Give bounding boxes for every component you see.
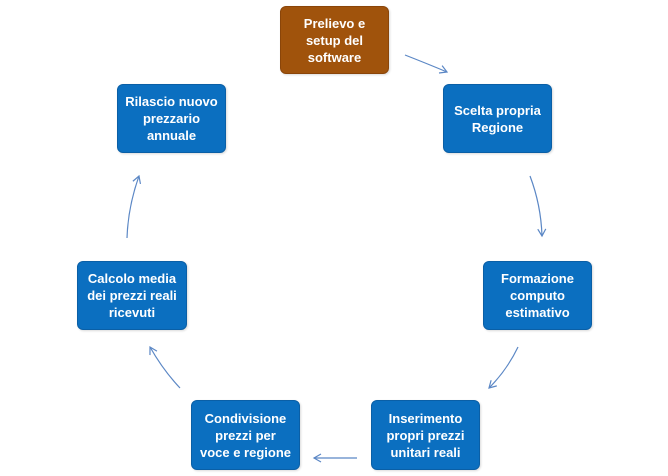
step-label-line: Condivisione xyxy=(204,410,287,426)
step-label-line: computo xyxy=(510,288,565,303)
step-formazione-computo-label: Formazione computo estimativo xyxy=(501,270,574,321)
step-label-line: Regione xyxy=(471,119,524,135)
step-label-line: dei prezzi reali xyxy=(87,288,177,303)
step-formazione-computo: Formazione computo estimativo xyxy=(483,261,592,330)
step-label-line: Rilascio nuovo xyxy=(125,94,218,109)
step-label-line: setup del xyxy=(305,32,364,48)
arrow-formazione-to-inserimento xyxy=(488,346,519,389)
step-rilascio-prezzario-label: Rilascio nuovo prezzario annuale xyxy=(125,93,217,144)
step-label-line: ricevuti xyxy=(108,305,156,320)
step-label-line: Calcolo media xyxy=(87,271,177,286)
arrow-scelta-to-formazione xyxy=(529,175,547,238)
step-label-line: Formazione xyxy=(501,271,574,286)
step-label-line: voce e regione xyxy=(199,444,292,460)
step-label-line: Scelta propria xyxy=(454,102,541,118)
arrow-prelievo-to-scelta xyxy=(404,54,449,74)
step-label-line: prezzi per xyxy=(215,427,276,443)
step-label-line: Prelievo e xyxy=(303,15,366,31)
step-label-line: software xyxy=(307,49,362,65)
step-label-line: propri prezzi xyxy=(386,427,465,443)
step-label-line: unitari reali xyxy=(390,444,461,460)
step-label-line: prezzario xyxy=(142,111,201,126)
step-label-line: annuale xyxy=(146,128,197,143)
step-label-line: estimativo xyxy=(505,305,570,320)
arrow-calcolo-to-rilascio xyxy=(126,174,142,239)
step-calcolo-media-label: Calcolo media dei prezzi reali ricevuti xyxy=(87,270,177,321)
step-rilascio-prezzario: Rilascio nuovo prezzario annuale xyxy=(117,84,226,153)
step-label-line: Inserimento xyxy=(388,410,463,426)
arrow-condivisione-to-calcolo xyxy=(149,345,181,389)
step-calcolo-media: Calcolo media dei prezzi reali ricevuti xyxy=(77,261,187,330)
